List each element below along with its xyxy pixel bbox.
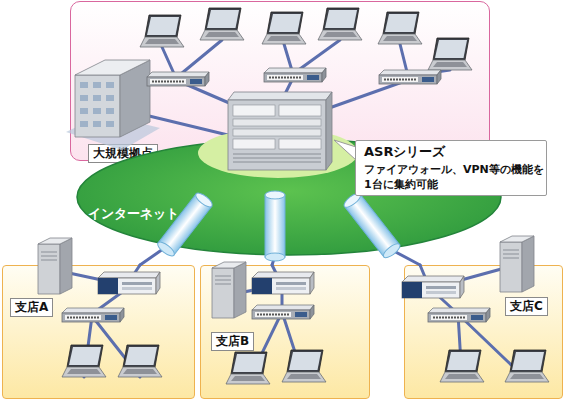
laptop-icon (282, 350, 326, 382)
site-region: 大規模拠点 (70, 1, 490, 161)
switch-icon (62, 308, 124, 322)
laptop-icon (318, 8, 362, 40)
building-icon (66, 60, 160, 150)
callout-box: ASRシリーズファイアウォール、VPN等の機能を 1台に集約可能 (355, 140, 547, 196)
switch-icon (428, 308, 490, 322)
laptop-icon (262, 12, 306, 44)
branch-region: 支店B (200, 265, 370, 399)
vpn-tunnel (342, 191, 402, 260)
asr-router-icon (228, 92, 332, 170)
router-pad (198, 128, 358, 178)
switch-icon (379, 70, 441, 84)
laptop-icon (226, 352, 270, 384)
branch-region: 支店A (2, 265, 195, 399)
vpn-link (272, 256, 275, 265)
switch-icon (147, 72, 209, 86)
server-icon (212, 262, 246, 318)
laptop-icon (118, 345, 162, 377)
callout-leader (334, 140, 356, 160)
switch-icon (264, 68, 326, 82)
laptop-icon (428, 38, 472, 70)
laptop-icon (378, 12, 422, 44)
vpn-tunnel (156, 191, 215, 259)
router-icon (402, 276, 464, 298)
branch-region: 支店C (404, 265, 563, 399)
internet-shape (77, 139, 501, 255)
network-wires (55, 40, 527, 382)
vpn-link (390, 249, 420, 265)
branch-label: 支店A (10, 298, 53, 317)
callout-heading: ASRシリーズ (364, 144, 445, 160)
branch-label: 支店C (505, 297, 548, 316)
internet-label: インターネット (88, 205, 179, 223)
laptop-icon (140, 15, 184, 47)
router-icon (98, 272, 160, 294)
router-icon (252, 272, 314, 294)
laptop-icon (200, 8, 244, 40)
server-icon (500, 236, 534, 292)
vpn-tunnel (265, 191, 285, 261)
laptop-icon (440, 350, 484, 382)
vpn-link (140, 246, 168, 265)
callout-body: ファイアウォール、VPN等の機能を 1台に集約可能 (364, 162, 544, 192)
server-icon (38, 238, 72, 294)
switch-icon (252, 305, 314, 319)
laptop-icon (505, 350, 549, 382)
laptop-icon (62, 345, 106, 377)
branch-label: 支店B (211, 332, 254, 351)
